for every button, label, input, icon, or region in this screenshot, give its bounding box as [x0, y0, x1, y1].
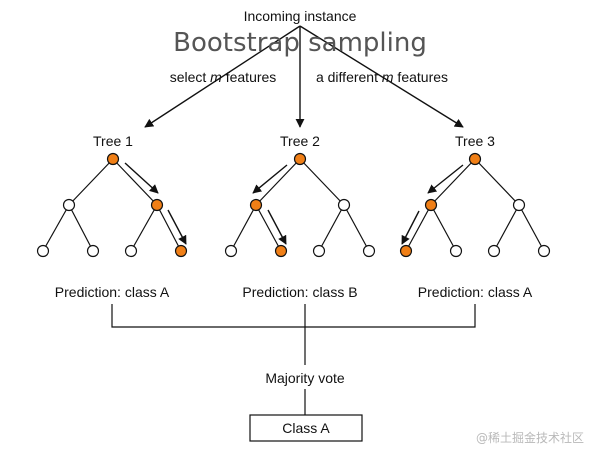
- tree-node: [224, 244, 238, 258]
- branch-right-label: a different m features: [316, 69, 448, 85]
- tree-edge: [255, 204, 282, 252]
- tree-node-selected: [424, 198, 438, 212]
- tree-edge: [255, 158, 301, 206]
- tree-edge: [343, 204, 370, 252]
- tree-1: [36, 152, 188, 258]
- tree-3-label: Tree 3: [455, 133, 495, 149]
- tree-edge: [474, 158, 520, 206]
- tree-edge: [42, 204, 70, 252]
- tree-node: [537, 244, 551, 258]
- decision-path-arrow: [427, 164, 464, 194]
- tree-edge: [68, 204, 94, 252]
- tree-node: [362, 244, 376, 258]
- tree-node: [86, 244, 100, 258]
- tree-3: [399, 152, 551, 258]
- decision-path-arrow: [267, 209, 287, 245]
- tree-edge: [430, 204, 457, 252]
- tree-1-prediction: Prediction: class A: [55, 284, 170, 300]
- tree-node: [36, 244, 50, 258]
- tree-node: [62, 198, 76, 212]
- vote-bracket: [111, 304, 476, 328]
- tree-edge: [493, 204, 520, 252]
- watermark: @稀土掘金技术社区: [476, 430, 584, 445]
- decision-path-arrow: [401, 210, 420, 245]
- tree-node: [124, 244, 138, 258]
- tree-edge: [318, 204, 345, 252]
- tree-edge: [156, 204, 182, 252]
- tree-node: [449, 244, 463, 258]
- tree-1-label: Tree 1: [93, 133, 133, 149]
- decision-path-arrow: [167, 209, 187, 245]
- decision-path-arrow: [252, 164, 288, 194]
- tree-node: [312, 244, 326, 258]
- tree-edge: [299, 158, 345, 206]
- split-arrow-right: [299, 25, 464, 128]
- tree-node-selected: [293, 152, 307, 166]
- tree-node-selected: [106, 152, 120, 166]
- tree-node: [512, 198, 526, 212]
- tree-edge: [68, 158, 114, 206]
- final-class-box: [249, 414, 363, 442]
- majority-vote-label: Majority vote: [265, 370, 345, 386]
- tree-edge: [112, 158, 158, 206]
- tree-node-selected: [468, 152, 482, 166]
- tree-node: [337, 198, 351, 212]
- overlay-title: Bootstrap sampling: [173, 28, 427, 58]
- tree-edge: [130, 204, 158, 252]
- tree-2-prediction: Prediction: class B: [242, 284, 357, 300]
- tree-edge: [405, 204, 432, 252]
- incoming-instance-label: Incoming instance: [244, 8, 357, 24]
- tree-edge: [518, 204, 545, 252]
- tree-node-selected: [249, 198, 263, 212]
- tree-node-selected: [174, 244, 188, 258]
- decision-path-arrow: [124, 162, 159, 194]
- tree-edge: [430, 158, 476, 206]
- split-arrow-left: [144, 25, 301, 128]
- tree-node-selected: [150, 198, 164, 212]
- branch-left-label: select m features: [170, 69, 277, 85]
- tree-edge: [230, 204, 257, 252]
- tree-2-label: Tree 2: [280, 133, 320, 149]
- tree-node-selected: [399, 244, 413, 258]
- final-class-label: Class A: [282, 420, 330, 436]
- tree-node-selected: [274, 244, 288, 258]
- tree-3-prediction: Prediction: class A: [418, 284, 533, 300]
- tree-node: [487, 244, 501, 258]
- tree-2: [224, 152, 376, 258]
